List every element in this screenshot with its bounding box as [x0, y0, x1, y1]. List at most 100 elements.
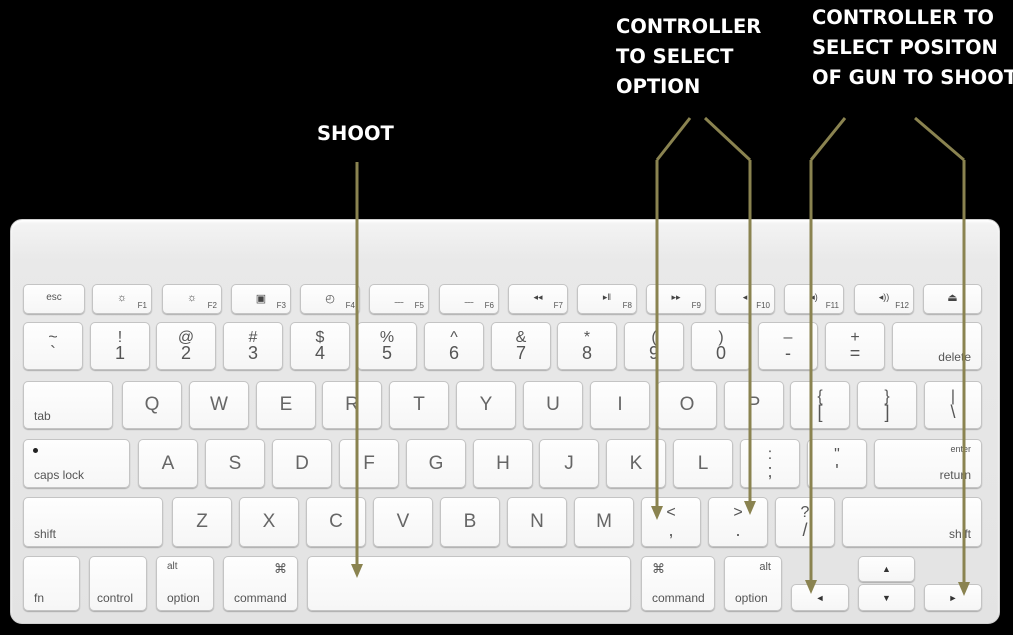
key-z[interactable]: Z [172, 497, 232, 547]
key-f11[interactable]: ◂) F11 [784, 284, 844, 314]
key-j[interactable]: J [539, 439, 599, 488]
annotation-gun-position-line-1: CONTROLLER TO [812, 6, 994, 29]
key-return[interactable]: enter return [874, 439, 982, 488]
key-7[interactable]: & 7 [491, 322, 551, 370]
key-command-right[interactable]: ⌘ command [641, 556, 715, 611]
key-arrow-left[interactable]: ◄ [791, 584, 849, 611]
key-delete[interactable]: delete [892, 322, 982, 370]
key-4[interactable]: $ 4 [290, 322, 350, 370]
key-control[interactable]: control [89, 556, 147, 611]
key-f7[interactable]: ◂◂ F7 [508, 284, 568, 314]
key-a[interactable]: A [138, 439, 198, 488]
key-f1[interactable]: ☼ F1 [92, 284, 152, 314]
key-9-bottom: 9 [648, 343, 659, 363]
key-f4[interactable]: ◴ F4 [300, 284, 360, 314]
key-tilde[interactable]: ~ ` [23, 322, 83, 370]
key-q[interactable]: Q [122, 381, 182, 429]
key-left-bracket[interactable]: { [ [790, 381, 850, 429]
key-2-top: @ [177, 329, 195, 346]
key-k[interactable]: K [606, 439, 666, 488]
key-space[interactable] [307, 556, 631, 611]
key-n[interactable]: N [507, 497, 567, 547]
key-f9[interactable]: ▸▸ F9 [646, 284, 706, 314]
key-caps-lock[interactable]: caps lock [23, 439, 130, 488]
key-comma[interactable]: < , [641, 497, 701, 547]
key-command-left[interactable]: ⌘ command [223, 556, 298, 611]
key-b[interactable]: B [440, 497, 500, 547]
key-tab[interactable]: tab [23, 381, 113, 429]
key-z-label: Z [196, 511, 208, 532]
key-f2[interactable]: ☼ F2 [162, 284, 222, 314]
key-i[interactable]: I [590, 381, 650, 429]
key-arrow-down[interactable]: ▼ [858, 584, 915, 611]
key-w[interactable]: W [189, 381, 249, 429]
key-s[interactable]: S [205, 439, 265, 488]
key-slash-top: ? [800, 504, 810, 521]
key-option-left-label: option [167, 591, 200, 605]
key-h[interactable]: H [473, 439, 533, 488]
key-t[interactable]: T [389, 381, 449, 429]
key-f4-label: F4 [345, 301, 355, 310]
key-slash[interactable]: ? / [775, 497, 835, 547]
key-p[interactable]: P [724, 381, 784, 429]
expose-icon: ▣ [255, 293, 267, 305]
key-f3-label: F3 [276, 301, 286, 310]
key-f3[interactable]: ▣ F3 [231, 284, 291, 314]
key-esc[interactable]: esc [23, 284, 85, 314]
key-f6[interactable]: ﹏ F6 [439, 284, 499, 314]
key-semicolon[interactable]: : ; [740, 439, 800, 488]
key-8[interactable]: * 8 [557, 322, 617, 370]
volume-up-icon: ◂)) [878, 292, 890, 302]
key-l[interactable]: L [673, 439, 733, 488]
key-8-top: * [583, 329, 591, 346]
key-f6-label: F6 [484, 301, 494, 310]
key-1[interactable]: ! 1 [90, 322, 150, 370]
key-g[interactable]: G [406, 439, 466, 488]
key-arrow-right[interactable]: ► [924, 584, 982, 611]
key-shift-right[interactable]: shift [842, 497, 982, 547]
key-3[interactable]: # 3 [223, 322, 283, 370]
key-right-bracket[interactable]: } ] [857, 381, 917, 429]
key-c[interactable]: C [306, 497, 366, 547]
key-j-label: J [564, 452, 574, 474]
key-v[interactable]: V [373, 497, 433, 547]
key-period[interactable]: > . [708, 497, 768, 547]
keyboard: esc ☼ F1 ☼ F2 ▣ F3 ◴ F4 ﹏ F5 ﹏ F6 ◂◂ F7 … [10, 219, 1000, 624]
key-minus[interactable]: – - [758, 322, 818, 370]
key-y[interactable]: Y [456, 381, 516, 429]
key-shift-left[interactable]: shift [23, 497, 163, 547]
key-e[interactable]: E [256, 381, 316, 429]
key-a-label: A [161, 452, 175, 474]
key-d[interactable]: D [272, 439, 332, 488]
key-0[interactable]: ) 0 [691, 322, 751, 370]
key-backslash[interactable]: | \ [924, 381, 982, 429]
key-f10[interactable]: ◂ F10 [715, 284, 775, 314]
key-return-enter-label: enter [950, 444, 971, 454]
key-0-top: ) [718, 329, 724, 346]
key-equals[interactable]: + = [825, 322, 885, 370]
key-s-label: S [228, 452, 242, 474]
key-o[interactable]: O [657, 381, 717, 429]
key-x[interactable]: X [239, 497, 299, 547]
key-f5[interactable]: ﹏ F5 [369, 284, 429, 314]
key-r[interactable]: R [322, 381, 382, 429]
key-option-right[interactable]: alt option [724, 556, 782, 611]
key-6[interactable]: ^ 6 [424, 322, 484, 370]
key-option-left[interactable]: alt option [156, 556, 214, 611]
key-2-bottom: 2 [180, 343, 191, 363]
key-2[interactable]: @ 2 [156, 322, 216, 370]
key-f12[interactable]: ◂)) F12 [854, 284, 914, 314]
arrow-up-icon: ▲ [882, 564, 891, 574]
key-arrow-up[interactable]: ▲ [858, 556, 915, 582]
key-fn[interactable]: fn [23, 556, 80, 611]
key-r-label: R [345, 394, 359, 415]
key-u[interactable]: U [523, 381, 583, 429]
key-l-label: L [697, 452, 709, 474]
key-f8[interactable]: ▸ǁ F8 [577, 284, 637, 314]
key-eject[interactable]: ⏏ [923, 284, 982, 314]
key-quote[interactable]: " ' [807, 439, 867, 488]
key-m[interactable]: M [574, 497, 634, 547]
key-5[interactable]: % 5 [357, 322, 417, 370]
key-f[interactable]: F [339, 439, 399, 488]
key-9[interactable]: ( 9 [624, 322, 684, 370]
